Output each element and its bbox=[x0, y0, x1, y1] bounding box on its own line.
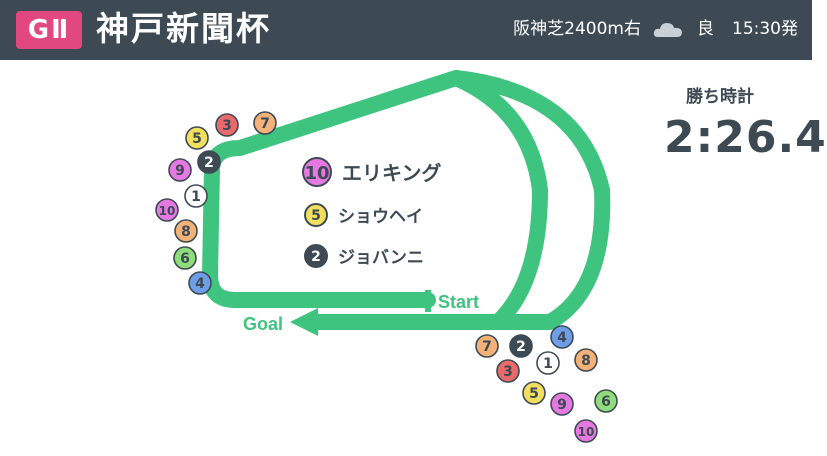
finish-positions: 4 2 7 1 8 35 9 6 10 bbox=[475, 325, 618, 443]
horse-number-badge bbox=[496, 359, 520, 383]
horse-number: 9 bbox=[557, 397, 567, 413]
start-label: Start bbox=[438, 292, 479, 312]
horse-number: 2 bbox=[516, 339, 526, 355]
horse-number: 7 bbox=[482, 339, 492, 355]
horse-number: 2 bbox=[204, 155, 214, 171]
horse-number: 4 bbox=[557, 330, 567, 346]
horse-number: 10 bbox=[304, 163, 329, 184]
horse-number-badge bbox=[155, 198, 179, 222]
horse-number: 5 bbox=[311, 208, 321, 224]
horse-number-badge bbox=[174, 219, 198, 243]
horse-number-badge bbox=[304, 244, 328, 268]
start-gate-marker bbox=[425, 290, 431, 312]
horse-number-badge bbox=[550, 325, 574, 349]
horse-number-badge bbox=[304, 203, 328, 227]
horse-number: 10 bbox=[578, 425, 595, 439]
horse-name: ショウヘイ bbox=[338, 207, 423, 227]
horse-number: 1 bbox=[191, 189, 201, 205]
horse-number: 4 bbox=[195, 276, 205, 292]
race-name: 神戸新聞杯 bbox=[96, 9, 271, 48]
horse-number-badge bbox=[253, 111, 277, 135]
header-bar: GⅡ 神戸新聞杯 阪神芝2400m右 良 15:30発 bbox=[0, 0, 812, 60]
horse-number-badge bbox=[522, 381, 546, 405]
horse-number-badge bbox=[574, 419, 598, 443]
course-info: 阪神芝2400m右 bbox=[513, 19, 641, 39]
horse-number-badge bbox=[168, 158, 192, 182]
horse-number: 6 bbox=[601, 394, 611, 410]
horse-number: 1 bbox=[543, 356, 553, 372]
horse-number-badge bbox=[173, 246, 197, 270]
horse-number: 9 bbox=[175, 163, 185, 179]
cloud-icon bbox=[653, 20, 683, 38]
horse-name: エリキング bbox=[342, 161, 441, 185]
horse-number: 5 bbox=[529, 386, 539, 402]
corner-positions: 3 7 52 91 10 8 64 bbox=[155, 111, 277, 295]
horse-number-badge bbox=[184, 184, 208, 208]
horse-number: 6 bbox=[180, 251, 190, 267]
podium-third: 2 ジョバンニ bbox=[304, 244, 424, 268]
horse-number-badge bbox=[302, 157, 332, 187]
horse-number-badge bbox=[594, 389, 618, 413]
winning-time: 2:26.4 bbox=[664, 112, 827, 163]
post-time: 15:30発 bbox=[732, 19, 798, 39]
race-meta: 阪神芝2400m右 良 15:30発 bbox=[513, 16, 798, 42]
horse-number-badge bbox=[188, 271, 212, 295]
horse-number-badge bbox=[475, 334, 499, 358]
horse-number-badge bbox=[509, 334, 533, 358]
horse-number-badge bbox=[197, 150, 221, 174]
podium-first: 10 エリキング bbox=[302, 157, 441, 187]
podium-second: 5 ショウヘイ bbox=[304, 203, 423, 227]
horse-number: 10 bbox=[159, 204, 176, 218]
horse-number: 8 bbox=[581, 353, 591, 369]
track-outer-loop bbox=[448, 70, 549, 328]
goal-arrow-icon bbox=[290, 308, 318, 336]
horse-number-badge bbox=[574, 348, 598, 372]
horse-number-badge bbox=[536, 351, 560, 375]
going-condition: 良 bbox=[697, 19, 714, 39]
horse-number: 2 bbox=[311, 249, 321, 265]
horse-number: 7 bbox=[260, 116, 270, 132]
grade-badge: GⅡ bbox=[16, 11, 82, 49]
horse-number-badge bbox=[550, 392, 574, 416]
horse-number: 5 bbox=[192, 131, 202, 147]
horse-number: 8 bbox=[181, 224, 191, 240]
horse-number-badge bbox=[215, 113, 239, 137]
goal-label: Goal bbox=[243, 314, 283, 334]
winning-time-label: 勝ち時計 bbox=[686, 87, 754, 107]
horse-number: 3 bbox=[503, 364, 513, 380]
horse-number-badge bbox=[185, 126, 209, 150]
horse-name: ジョバンニ bbox=[338, 248, 424, 268]
horse-number: 3 bbox=[222, 118, 232, 134]
